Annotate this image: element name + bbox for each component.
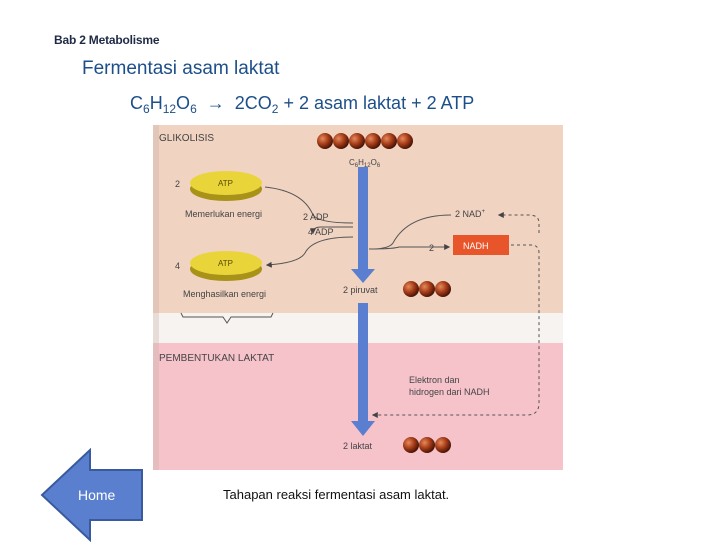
home-arrow-shape[interactable]	[40, 448, 143, 542]
adp-2-label: 2 ADP	[303, 212, 329, 222]
atp-coin-in: ATP	[190, 171, 262, 201]
eq-products: + 2 asam laktat + 2 ATP	[283, 93, 475, 113]
reaction-equation: C6H12O6 → 2CO2 + 2 asam laktat + 2 ATP	[130, 93, 474, 116]
atp-coin-out: ATP	[190, 251, 262, 281]
nadh-count: 2	[429, 243, 434, 253]
flow-to-nadh-line	[368, 244, 451, 250]
section-lactate-label: PEMBENTUKAN LAKTAT	[159, 353, 274, 364]
produces-energy-label: Menghasilkan energi	[183, 289, 266, 299]
figure-caption: Tahapan reaksi fermentasi asam laktat.	[223, 487, 450, 502]
nad-plus-label: 2 NAD+	[455, 209, 486, 219]
lactate-label: 2 laktat	[343, 441, 373, 451]
home-button-label[interactable]: Home	[78, 487, 116, 503]
adp-4-label: 4 ADP	[308, 227, 334, 237]
main-flow-shaft-bottom	[358, 303, 368, 423]
eq-co2: 2CO	[234, 93, 272, 113]
energy-bracket	[180, 312, 274, 324]
atp-out-curve	[265, 236, 354, 268]
svg-text:ATP: ATP	[218, 179, 233, 188]
pyruvate-label: 2 piruvat	[343, 285, 378, 295]
eq-o-sub: 6	[190, 102, 197, 116]
left-shadow	[153, 125, 159, 470]
atp-in-count: 2	[175, 179, 180, 189]
glucose-molecule	[317, 133, 413, 149]
main-flow-shaft-top	[358, 167, 368, 271]
home-button[interactable]	[40, 448, 144, 542]
pyruvate-molecule	[403, 281, 451, 297]
eq-h: H	[149, 93, 163, 113]
eq-arrow: →	[206, 93, 225, 113]
lactate-molecule	[403, 437, 451, 453]
eq-o: O	[176, 93, 191, 113]
fermentation-diagram: GLIKOLISIS PEMBENTUKAN LAKTAT C6H12O6 2 …	[153, 125, 563, 470]
main-flow-arrowhead-top	[351, 269, 375, 283]
chapter-title: Bab 2 Metabolisme	[54, 33, 160, 47]
eq-c: C	[130, 93, 143, 113]
electron-label-line2: hidrogen dari NADH	[409, 387, 490, 397]
nad-return-dashed	[497, 212, 540, 233]
needs-energy-label: Memerlukan energi	[185, 209, 262, 219]
slide-title: Fermentasi asam laktat	[82, 58, 280, 79]
electron-label-line1: Elektron dan	[409, 375, 460, 385]
atp-in-curve	[264, 186, 354, 224]
eq-c-sub: 6	[143, 102, 150, 116]
section-glycolysis-label: GLIKOLISIS	[159, 133, 214, 144]
nadh-box	[453, 235, 509, 255]
atp-out-count: 4	[175, 261, 180, 271]
svg-text:ATP: ATP	[218, 259, 233, 268]
adp-curve	[310, 226, 353, 235]
main-flow-arrowhead-bottom	[351, 421, 375, 436]
glucose-formula: C6H12O6	[349, 158, 381, 169]
eq-h-sub: 12	[162, 102, 177, 116]
nadh-label: NADH	[463, 241, 489, 251]
eq-co2-sub: 2	[271, 102, 279, 116]
